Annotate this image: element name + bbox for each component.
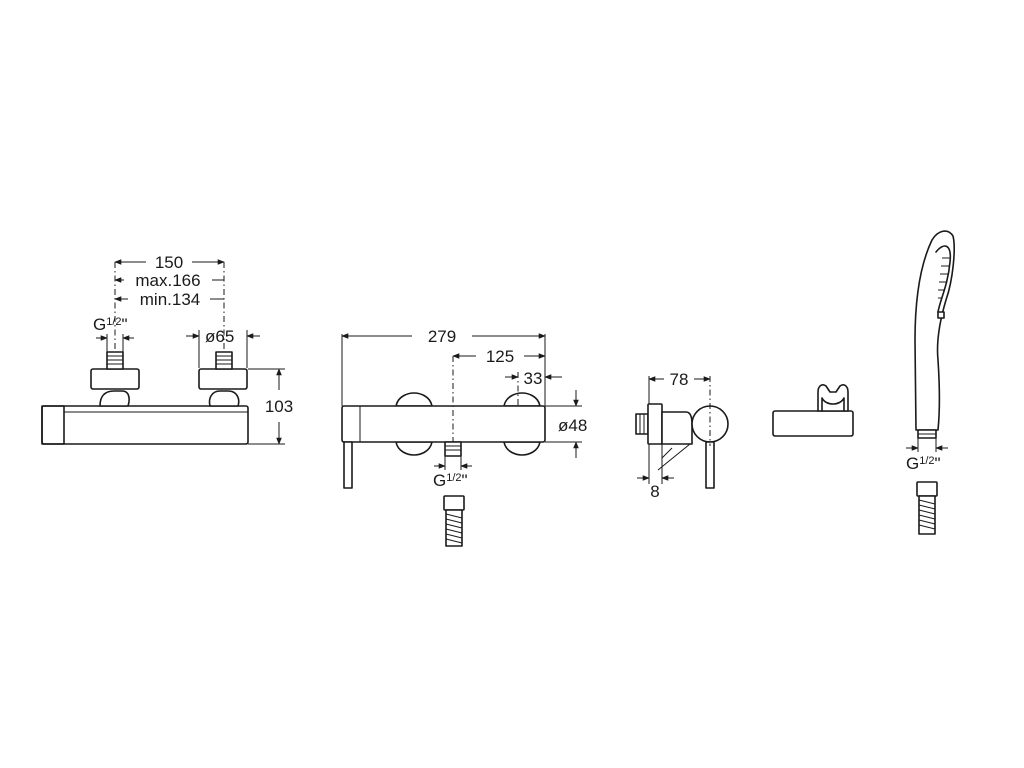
outlet	[444, 441, 462, 457]
disc-right-bottom	[503, 441, 541, 456]
hose-fitting-handshower	[916, 481, 938, 535]
side-nipple	[635, 413, 649, 435]
left-flange	[90, 368, 140, 390]
side-body-circle	[691, 405, 729, 443]
right-eccentric	[208, 390, 240, 407]
side-lever	[705, 441, 715, 489]
left-eccentric	[99, 390, 130, 407]
right-flange	[198, 368, 248, 390]
thread-label-handshower: G1/2"	[906, 454, 941, 473]
dim-33-label: 33	[524, 369, 543, 388]
dim-phi48-label: ø48	[558, 416, 587, 435]
disc-left-bottom	[395, 441, 433, 456]
dim-phi65-label: ø65	[205, 327, 234, 346]
dim-8-label: 8	[650, 482, 659, 501]
dim-78-label: 78	[670, 370, 689, 389]
thread-label-top: G1/2"	[433, 471, 468, 490]
dim-103-label: 103	[265, 397, 293, 416]
lever	[343, 441, 353, 489]
hose-fitting-top	[443, 495, 465, 547]
thread-label-front: G1/2"	[93, 315, 128, 334]
side-view: 78 8	[635, 370, 729, 501]
side-flange	[647, 403, 663, 445]
front-view: 150 max.166 min.134 G1/2" ø65 103	[41, 253, 293, 445]
dim-279-label: 279	[428, 327, 456, 346]
disc-left-top	[395, 392, 433, 407]
disc-right-top	[503, 392, 541, 407]
dim-max-label: max.166	[135, 271, 200, 290]
mixer-end-cap	[41, 405, 65, 445]
dim-150-label: 150	[155, 253, 183, 272]
side-connector	[661, 411, 693, 445]
top-view: 279 125 33 ø48 G1/2"	[341, 327, 587, 547]
holder-bar	[772, 410, 854, 437]
dim-min-label: min.134	[140, 290, 200, 309]
hand-shower: G1/2"	[906, 230, 955, 535]
shower-head	[914, 230, 955, 431]
holder-clip	[817, 384, 849, 412]
mixer-body-top	[341, 405, 546, 443]
dim-125-label: 125	[486, 347, 514, 366]
shower-holder	[772, 384, 854, 437]
